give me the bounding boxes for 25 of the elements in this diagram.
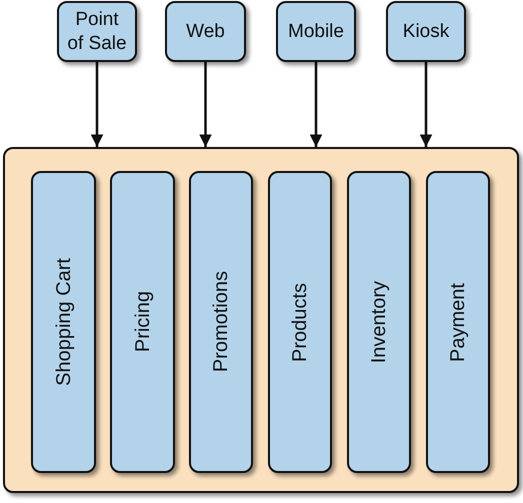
arrow <box>199 62 212 147</box>
box-label: Promotions <box>209 271 233 373</box>
process-box <box>31 171 96 473</box>
process-box <box>268 171 332 473</box>
box-label: Point of Sale <box>66 8 128 56</box>
box-label: Pricing <box>130 291 154 353</box>
process-box <box>276 1 356 62</box>
box-label: Web <box>186 20 225 44</box>
process-box <box>426 171 490 473</box>
box-label: Shopping Cart <box>52 258 76 386</box>
box-label: Products <box>288 282 312 362</box>
process-box <box>110 171 175 473</box>
process-box <box>189 171 253 473</box>
process-box <box>57 1 137 62</box>
box-label: Mobile <box>288 20 344 44</box>
arrow <box>420 62 432 147</box>
process-box <box>347 171 411 473</box>
group-panel <box>3 147 519 493</box>
box-label: Inventory <box>367 280 391 364</box>
box-label: Payment <box>446 282 470 362</box>
box-label: Kiosk <box>402 20 450 44</box>
process-box <box>386 1 466 62</box>
process-box <box>165 1 246 62</box>
arrow <box>310 62 322 147</box>
arrow <box>90 62 104 147</box>
